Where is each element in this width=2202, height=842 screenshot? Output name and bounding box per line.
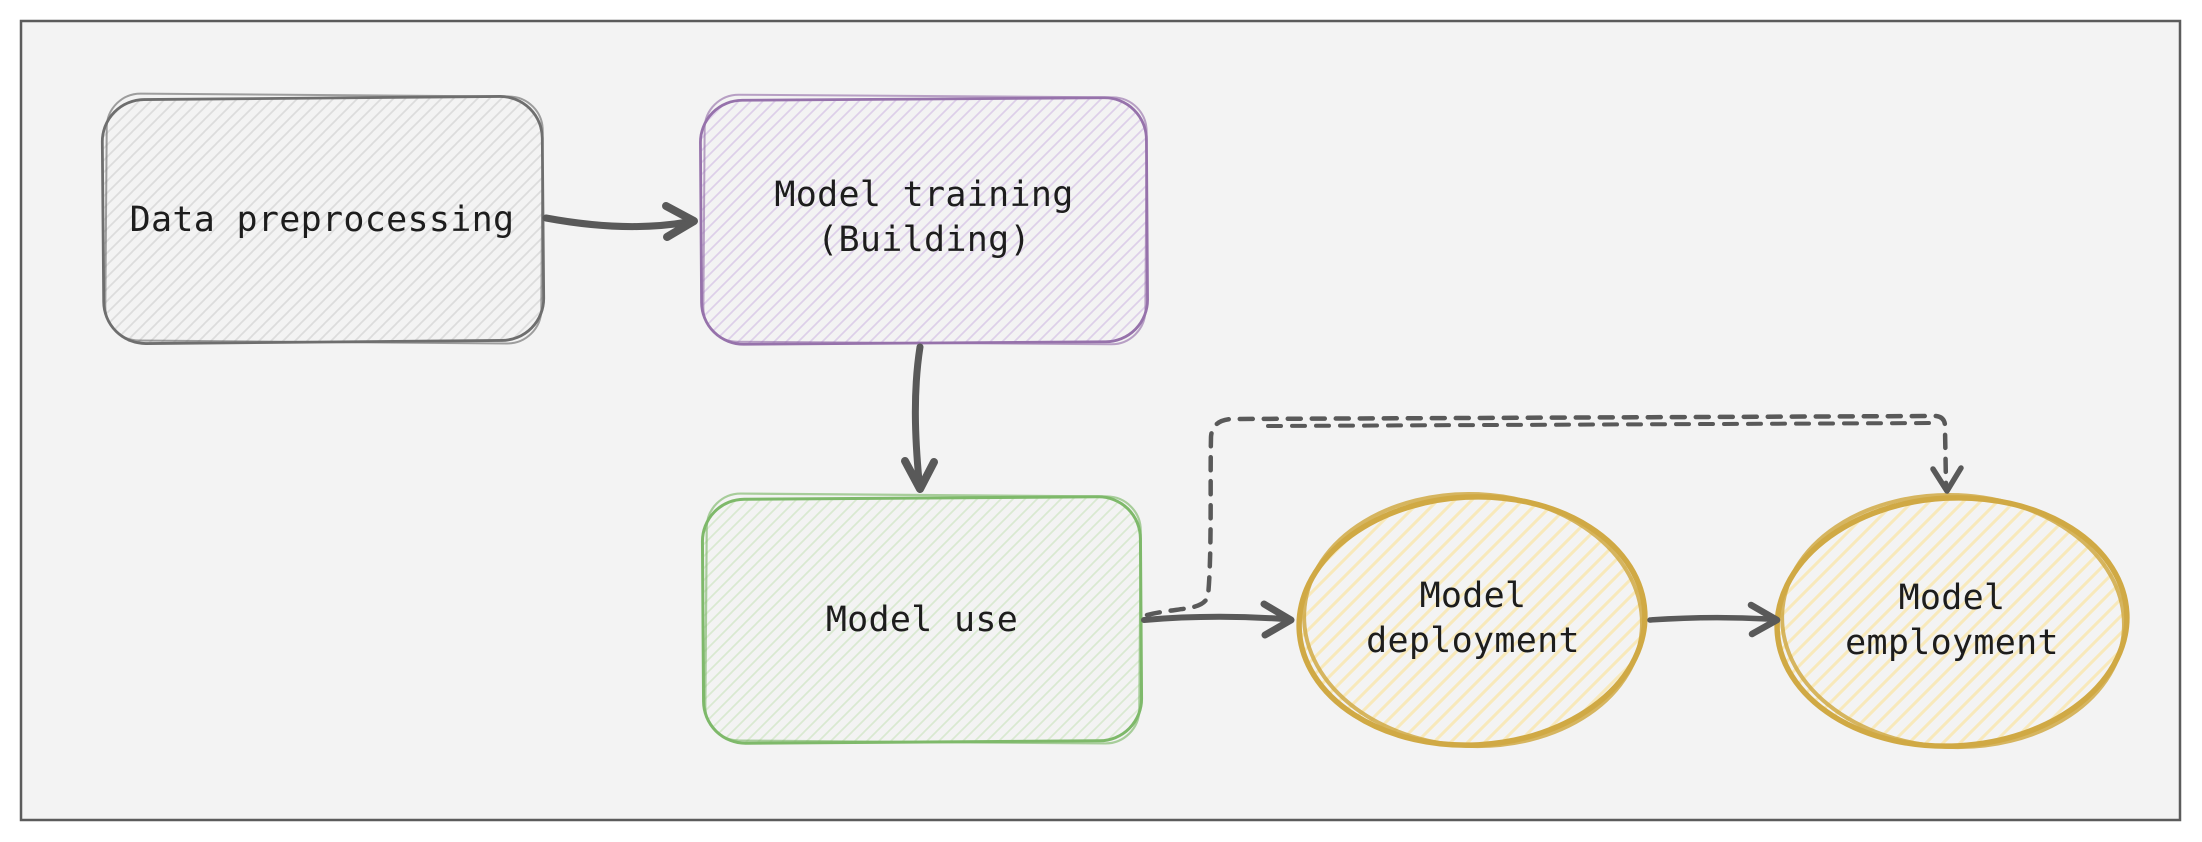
node-model-training[interactable] (699, 93, 1149, 346)
arrow-use-to-deployment (1141, 600, 1295, 639)
node-label-model-use[interactable]: Model use (825, 599, 1019, 640)
node-label-model-employment[interactable]: Model employment (1845, 578, 2059, 663)
arrow-deployment-to-employment (1647, 601, 1781, 638)
node-label-model-deployment[interactable]: Model deployment (1366, 576, 1580, 661)
arrow-training-to-use (901, 343, 938, 493)
node-model-employment[interactable] (1771, 488, 2133, 755)
node-model-deployment[interactable] (1293, 487, 1652, 754)
node-label-data-preprocessing[interactable]: Data preprocessing (129, 199, 515, 240)
node-model-use[interactable] (700, 492, 1144, 745)
arrow-preprocessing-to-training (542, 202, 698, 241)
node-label-model-training[interactable]: Model training (Building) (774, 175, 1074, 260)
dashed-arrow-use-to-employment (1144, 413, 1964, 618)
